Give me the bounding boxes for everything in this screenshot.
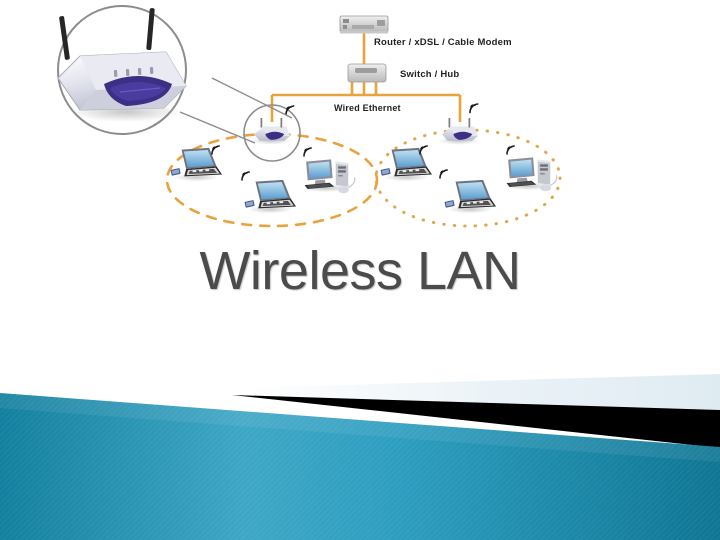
label-router: Router / xDSL / Cable Modem bbox=[374, 37, 512, 48]
desktop-left bbox=[300, 158, 356, 194]
network-diagram: Router / xDSL / Cable Modem Switch / Hub… bbox=[0, 0, 720, 235]
teal-highlight bbox=[0, 393, 720, 462]
label-switch-hub: Switch / Hub bbox=[400, 69, 460, 80]
black-wedge bbox=[232, 395, 720, 448]
laptop-left-1 bbox=[170, 147, 222, 182]
antenna-right-icon bbox=[146, 8, 155, 51]
magnified-router bbox=[57, 5, 187, 135]
wifi-icon-desktop-left bbox=[303, 147, 312, 157]
wifi-icon-laptop-left-1 bbox=[211, 145, 220, 155]
switch-hub-icon bbox=[347, 63, 387, 83]
slide-title: Wireless LAN bbox=[199, 241, 521, 301]
teal-wedge bbox=[0, 393, 720, 540]
magnifier-source-circle bbox=[243, 104, 301, 162]
diagram-svg bbox=[57, 5, 562, 228]
magnifier-leader-upper bbox=[211, 77, 293, 119]
antenna-left-icon bbox=[59, 16, 70, 60]
desktop-right bbox=[502, 156, 558, 192]
pale-wedge bbox=[240, 374, 720, 412]
laptop-left-2 bbox=[244, 179, 296, 214]
router-led-row bbox=[113, 66, 154, 77]
wifi-icon-laptop-right-2 bbox=[439, 169, 448, 179]
label-wired-ethernet: Wired Ethernet bbox=[334, 103, 401, 113]
wifi-icon-desktop-right bbox=[506, 145, 515, 155]
wifi-icon-laptop-left-2 bbox=[241, 171, 250, 181]
footer-shapes bbox=[0, 374, 720, 540]
wired-links bbox=[270, 33, 462, 122]
laptop-right-2 bbox=[444, 179, 496, 214]
modem-icon bbox=[339, 15, 389, 34]
wifi-icon-ap-right bbox=[469, 103, 479, 114]
footer-decoration bbox=[0, 350, 720, 540]
magnifier-leader-lower bbox=[179, 111, 256, 144]
